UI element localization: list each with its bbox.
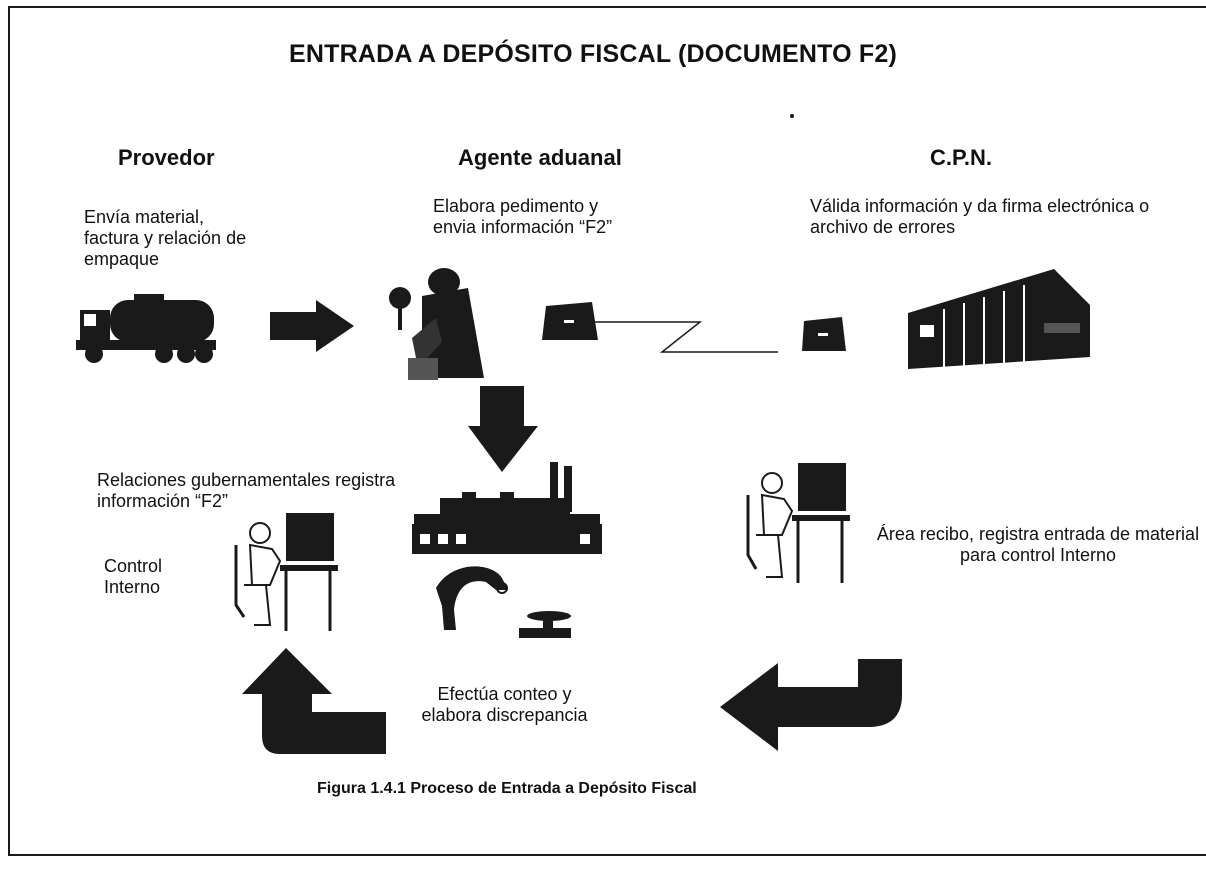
- header-agente-aduanal: Agente aduanal: [458, 145, 622, 170]
- label-agente-desc: Elabora pedimento y envia información “F…: [433, 196, 613, 237]
- dot-mark: [790, 114, 794, 118]
- person-agent-icon: [389, 268, 484, 380]
- header-cpn: C.P.N.: [930, 145, 992, 170]
- computer-user-left-icon: [234, 513, 338, 631]
- person-inspecting-icon: [436, 566, 508, 630]
- arrow-right-icon: [270, 300, 354, 352]
- building-icon: [908, 269, 1090, 373]
- curved-arrow-left-icon: [720, 659, 902, 751]
- connection-line: [592, 321, 778, 353]
- factory-icon: [412, 462, 602, 554]
- label-conteo: Efectúa conteo y elabora discrepancia: [421, 684, 588, 725]
- label-control-interno: Control Interno: [104, 556, 163, 597]
- box-icon: [519, 611, 571, 638]
- modem-agent-icon: [542, 302, 598, 340]
- arrow-down-icon: [468, 386, 538, 472]
- label-provedor-desc: Envía material, factura y relación de em…: [84, 207, 247, 269]
- header-provedor: Provedor: [118, 145, 215, 170]
- modem-cpn-icon: [802, 317, 846, 351]
- label-cpn-desc: Válida información y da firma electrónic…: [810, 196, 1150, 237]
- label-relaciones: Relaciones gubernamentales registra info…: [97, 470, 396, 511]
- diagram-title: ENTRADA A DEPÓSITO FISCAL (DOCUMENTO F2): [289, 40, 898, 68]
- diagram-frame: [8, 6, 1206, 856]
- label-area-recibo: Área recibo, registra entrada de materia…: [876, 524, 1200, 565]
- curved-arrow-up-icon: [242, 648, 386, 754]
- truck-icon: [76, 294, 216, 363]
- computer-user-right-icon: [746, 463, 850, 583]
- figure-caption: Figura 1.4.1 Proceso de Entrada a Depósi…: [317, 780, 697, 797]
